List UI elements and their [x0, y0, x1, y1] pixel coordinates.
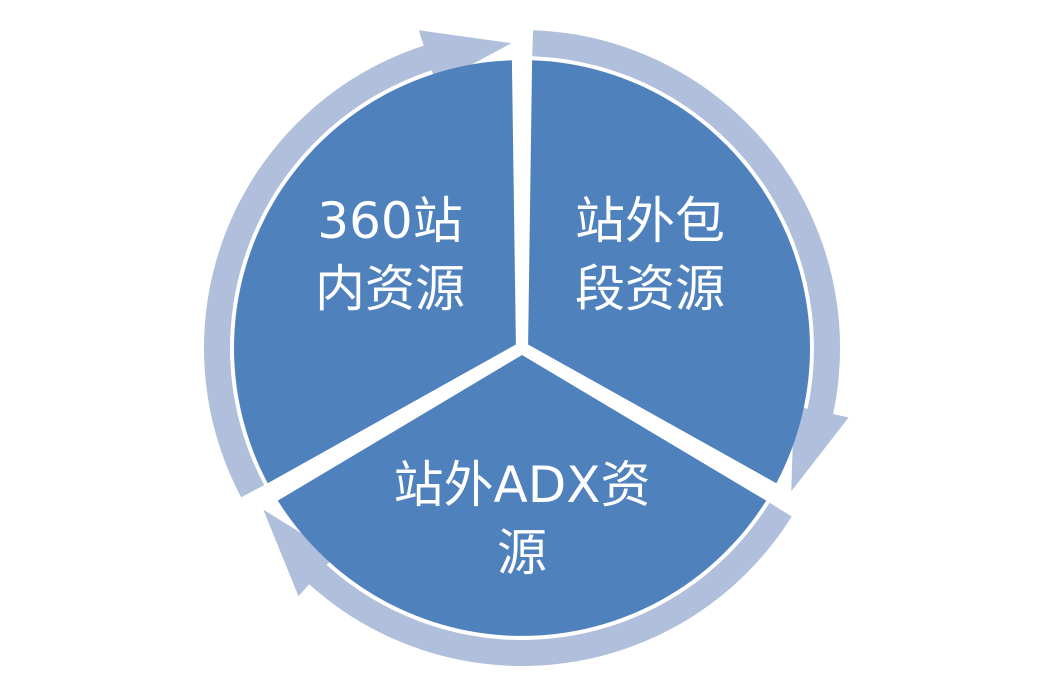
cycle-arrows: [203, 30, 849, 667]
segment-top-right: [528, 60, 810, 484]
segment-label-1-line-1: 360站: [317, 192, 462, 250]
segment-top-left: [234, 60, 516, 484]
cycle-arrow-right: [532, 30, 849, 492]
cycle-arrow-top: [203, 30, 512, 498]
cycle-arrow-left: [263, 502, 792, 667]
segment-label-3-line-1: 站外ADX资: [394, 456, 651, 514]
segment-label-1-line-2: 内资源: [315, 260, 465, 318]
segment-label-2-line-2: 段资源: [575, 260, 725, 318]
cycle-segments: [234, 60, 810, 636]
segment-bottom: [277, 355, 767, 636]
segment-labels: 360站 内资源 站外包 段资源 站外ADX资 源: [315, 192, 725, 582]
segment-label-3-line-2: 源: [497, 524, 547, 582]
segment-label-2-line-1: 站外包: [575, 192, 725, 250]
